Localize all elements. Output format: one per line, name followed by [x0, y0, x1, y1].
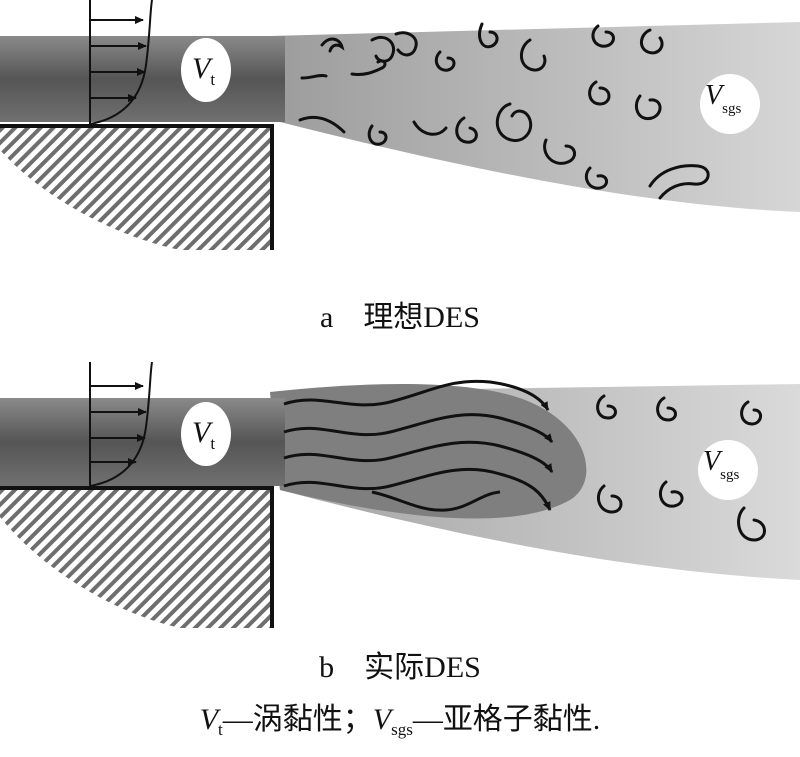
velocity-profile	[89, 362, 153, 487]
wall-edge	[0, 486, 274, 628]
wake-region	[270, 22, 800, 212]
velocity-profile	[89, 0, 153, 125]
wall-edge	[0, 124, 274, 250]
vt-symbol: Vt	[192, 416, 215, 453]
eddies-small	[298, 22, 710, 200]
caption-letter-b: b	[319, 651, 335, 684]
legend-vsgs-sub: sgs	[391, 720, 413, 739]
vsgs-bubble	[698, 440, 758, 500]
caption-actual-des: b 实际DES	[0, 650, 800, 686]
eddies-small	[596, 394, 766, 542]
legend-vt-sub: t	[218, 720, 223, 739]
symbol-legend: Vt—涡黏性；Vsgs—亚格子黏性.	[0, 700, 800, 750]
caption-ideal-des: a 理想DES	[0, 300, 800, 336]
legend-vt-desc: —涡黏性；	[222, 703, 373, 736]
legend-vsgs-desc: —亚格子黏性.	[412, 703, 601, 736]
vsgs-symbol: Vsgs	[705, 80, 741, 117]
legend-vt-main: V	[199, 703, 219, 736]
vsgs-bubble	[700, 74, 760, 134]
rans-extension-region	[270, 383, 587, 519]
actual-des-diagram: Vt Vsgs	[0, 362, 800, 628]
caption-title-b: 实际DES	[364, 651, 481, 684]
caption-title-a: 理想DES	[363, 301, 480, 334]
vt-bubble	[181, 38, 231, 102]
caption-letter-a: a	[319, 301, 334, 334]
panel-ideal-des: Vt Vsgs	[0, 0, 800, 250]
panel-actual-des: Vt Vsgs	[0, 362, 800, 632]
wall-hatch	[0, 488, 272, 628]
vt-symbol: Vt	[192, 52, 215, 89]
ideal-des-diagram: Vt Vsgs	[0, 0, 800, 250]
vsgs-symbol: Vsgs	[703, 446, 739, 483]
wavy-streamlines	[283, 379, 554, 512]
legend-vsgs-main: V	[372, 703, 392, 736]
wall-hatch	[0, 126, 272, 250]
vt-bubble	[181, 402, 231, 466]
